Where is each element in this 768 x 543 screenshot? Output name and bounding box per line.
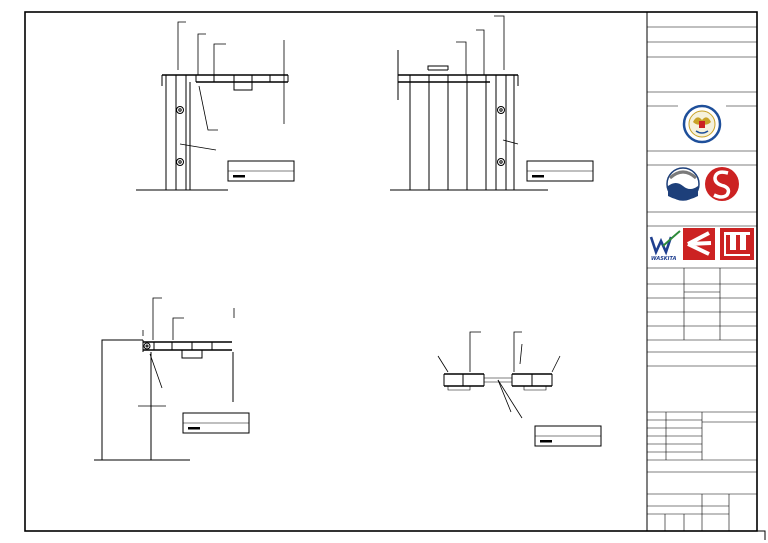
bolt-icon <box>176 158 184 166</box>
waskita-logo-text: WASKITA <box>651 256 677 262</box>
bolt-icon <box>497 106 505 114</box>
detail-view-1 <box>136 21 295 191</box>
bolt-icon <box>143 342 151 350</box>
bolt-icon <box>497 158 505 166</box>
sheet-corner-mark <box>757 530 766 540</box>
red-w-logo-icon <box>720 228 754 260</box>
water-agency-logo-icon <box>666 167 700 201</box>
detail-view-4 <box>437 331 602 447</box>
bolt-icon <box>176 106 184 114</box>
detail-view-3 <box>94 297 250 461</box>
title-block <box>646 12 757 531</box>
ministry-emblem-icon <box>682 104 722 144</box>
red-s-logo-icon <box>705 167 739 201</box>
detail-view-2 <box>390 15 594 191</box>
red-arrow-logo-icon <box>683 228 715 260</box>
sheet-border <box>24 11 758 532</box>
waskita-logo-icon: WASKITA <box>649 230 681 262</box>
